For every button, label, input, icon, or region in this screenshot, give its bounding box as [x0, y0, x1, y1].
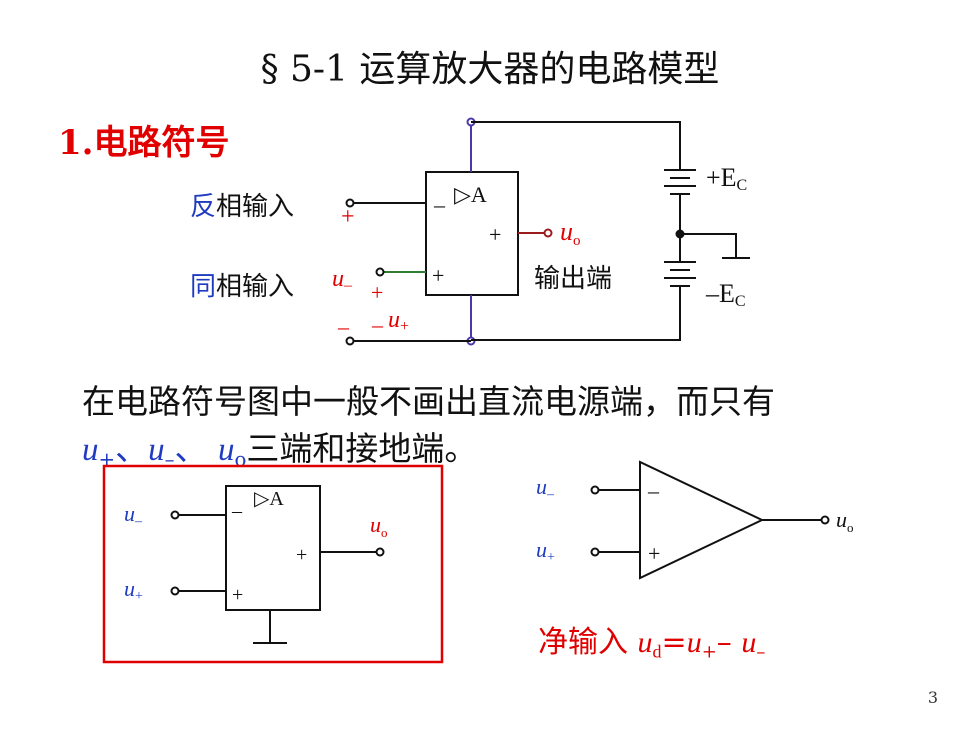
u-plus-label: u+	[388, 307, 409, 335]
box-diagram-labels: ▷A – + + u– u+ uo	[124, 488, 388, 606]
box-inverting-sign: –	[231, 500, 243, 522]
triangle-noninverting-node	[590, 547, 600, 557]
noninverting-sign: +	[432, 263, 444, 288]
triangle-inverting-sign: –	[647, 478, 660, 503]
top-opamp-diagram	[345, 117, 750, 346]
output-node	[543, 228, 553, 238]
bottom-minus-polarity-2: –	[371, 312, 384, 337]
amp-symbol: ▷A	[454, 182, 487, 207]
box-inverting-node	[170, 510, 180, 520]
triangle-opamp-diagram	[590, 460, 830, 580]
triangle-u-out-label: uo	[836, 507, 854, 535]
inverting-input-label: 反相输入	[190, 192, 295, 222]
page-number: 3	[927, 688, 938, 707]
box-noninverting-node	[170, 586, 180, 596]
box-u-out-label: uo	[370, 512, 388, 540]
box-noninverting-sign: +	[232, 584, 243, 606]
box-u-minus-label: u–	[124, 501, 143, 529]
box-output-node	[375, 547, 385, 557]
positive-supply-label: +EC	[706, 163, 747, 194]
box-output-sign: +	[296, 544, 307, 566]
output-sign: +	[489, 222, 501, 247]
noninverting-input-label: 同相输入	[190, 272, 295, 302]
net-input-formula: 净输入 ud=u+– u–	[538, 625, 766, 663]
triangle-diagram-labels: – + u– u+ uo	[536, 474, 854, 566]
ground-return-node	[345, 336, 355, 346]
section-heading: 1.电路符号	[58, 123, 230, 163]
body-text-line1: 在电路符号图中一般不画出直流电源端，而只有	[82, 382, 775, 421]
inverting-input-node	[345, 198, 355, 208]
body-text-line2: u+、u–、 uo三端和接地端。	[82, 429, 478, 471]
top-diagram-labels: ▷A – + + + u– + – – u+ uo +EC –EC	[332, 163, 747, 339]
inverting-plus-polarity: +	[341, 204, 355, 230]
negative-supply-label: –EC	[705, 279, 746, 310]
slide-title: § 5-1 运算放大器的电路模型	[260, 49, 720, 90]
box-u-plus-label: u+	[124, 576, 143, 604]
u-out-label: uo	[560, 217, 581, 249]
noninverting-plus-polarity: +	[371, 280, 383, 305]
triangle-u-minus-label: u–	[536, 474, 555, 502]
noninverting-input-node	[375, 267, 385, 277]
box-opamp-diagram	[170, 485, 385, 644]
opamp-triangle	[639, 460, 765, 580]
bottom-minus-polarity-1: –	[337, 314, 350, 339]
triangle-inverting-node	[590, 485, 600, 495]
triangle-u-plus-label: u+	[536, 537, 555, 565]
box-opamp-body	[225, 485, 321, 611]
box-amp-symbol: ▷A	[254, 488, 284, 510]
u-minus-label: u–	[332, 266, 353, 294]
triangle-noninverting-sign: +	[648, 541, 660, 566]
highlight-frame	[102, 464, 444, 664]
inverting-sign: –	[433, 192, 446, 217]
output-terminal-label: 输出端	[534, 264, 613, 294]
triangle-output-node	[820, 515, 830, 525]
